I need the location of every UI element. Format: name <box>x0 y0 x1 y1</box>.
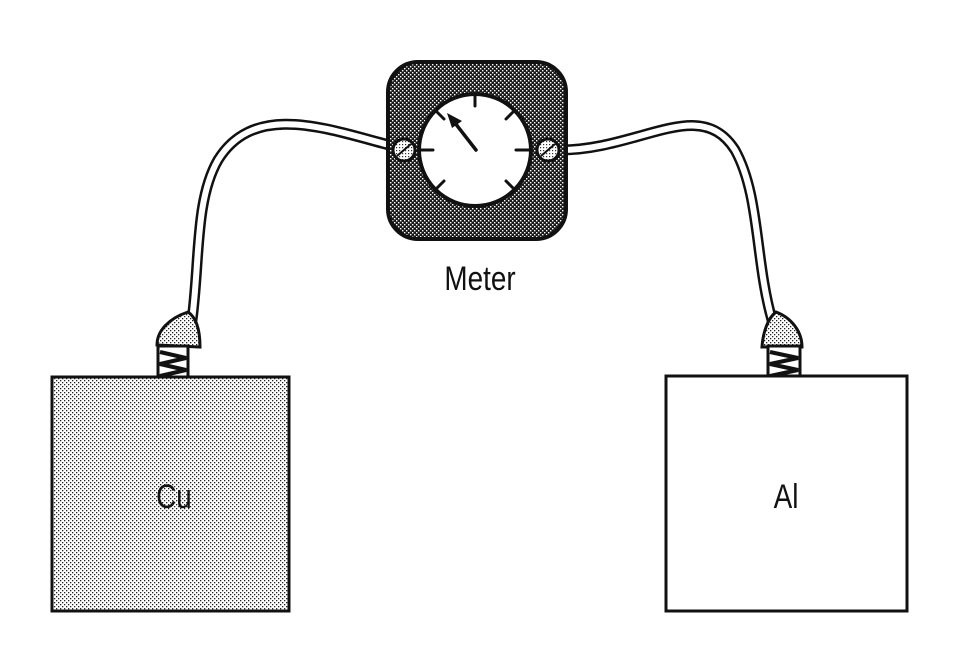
aluminum-block: Al <box>664 374 909 613</box>
meter-dial-icon <box>386 60 568 241</box>
meter-ticks <box>419 94 531 191</box>
right-wire <box>554 120 778 326</box>
screw-terminal-icon <box>535 137 561 163</box>
left-wire <box>186 118 399 326</box>
meter-needle <box>447 113 478 152</box>
copper-block-label: Cu <box>156 477 192 515</box>
aluminum-block-label: Al <box>774 477 799 515</box>
screw-terminal-icon <box>391 137 417 163</box>
copper-block: Cu <box>50 375 291 613</box>
meter-label: Meter <box>444 259 515 297</box>
